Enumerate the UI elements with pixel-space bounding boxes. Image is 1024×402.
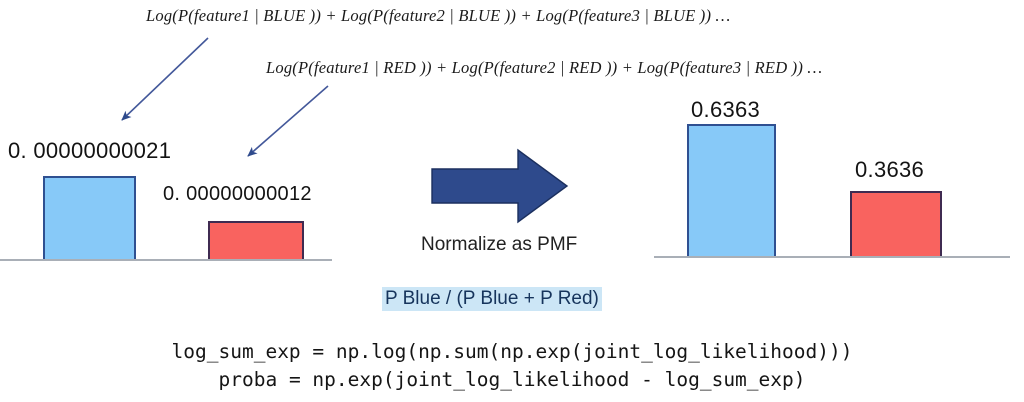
bar-blue-unnormalized bbox=[43, 176, 136, 261]
code-snippet: log_sum_exp = np.log(np.sum(np.exp(joint… bbox=[0, 338, 1024, 393]
bar-red-normalized bbox=[850, 191, 942, 258]
chart-baseline-right bbox=[654, 256, 1010, 258]
red-log-likelihood-formula: Log(P(feature1 | RED )) + Log(P(feature2… bbox=[266, 58, 823, 77]
bar-red-unnormalized bbox=[208, 221, 304, 261]
code-line-1: log_sum_exp = np.log(np.sum(np.exp(joint… bbox=[171, 340, 853, 363]
unnormalized-likelihood-chart: 0. 00000000021 0. 00000000012 bbox=[0, 0, 340, 402]
normalize-block-arrow-icon bbox=[431, 148, 569, 224]
blue-log-likelihood-formula: Log(P(feature1 | BLUE )) + Log(P(feature… bbox=[146, 6, 731, 25]
normalized-pmf-chart: 0.6363 0.3636 bbox=[640, 0, 1024, 402]
code-line-2: proba = np.exp(joint_log_likelihood - lo… bbox=[218, 367, 806, 391]
blue-bar-value-label: 0. 00000000021 bbox=[8, 138, 172, 163]
normalize-caption: Normalize as PMF bbox=[421, 234, 578, 255]
pmf-formula-highlight: P Blue / (P Blue + P Red) bbox=[382, 287, 602, 311]
annotation-arrow-to-red-icon bbox=[247, 85, 329, 157]
bar-blue-normalized bbox=[687, 124, 776, 258]
red-bar-probability-label: 0.3636 bbox=[855, 157, 925, 182]
red-bar-value-label: 0. 00000000012 bbox=[163, 183, 312, 205]
chart-baseline-left bbox=[0, 259, 332, 261]
blue-bar-probability-label: 0.6363 bbox=[691, 97, 761, 122]
annotation-arrow-to-blue-icon bbox=[121, 37, 209, 121]
